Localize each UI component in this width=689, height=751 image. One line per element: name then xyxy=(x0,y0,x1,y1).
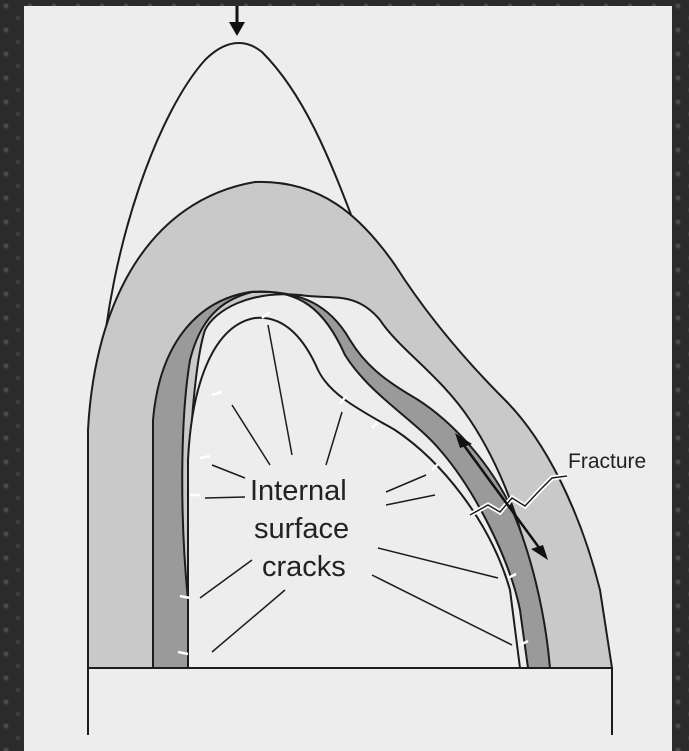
fracture-label: Fracture xyxy=(568,450,646,473)
base-line xyxy=(88,668,612,735)
internal-label: Internal xyxy=(250,475,347,507)
load-arrow-head xyxy=(229,22,245,36)
crown-cross-section-diagram: Fracture Internal surface cracks xyxy=(24,6,672,751)
figure-panel: Fracture Internal surface cracks xyxy=(24,6,672,751)
surface-label: surface xyxy=(254,513,349,545)
cracks-label: cracks xyxy=(262,551,346,583)
